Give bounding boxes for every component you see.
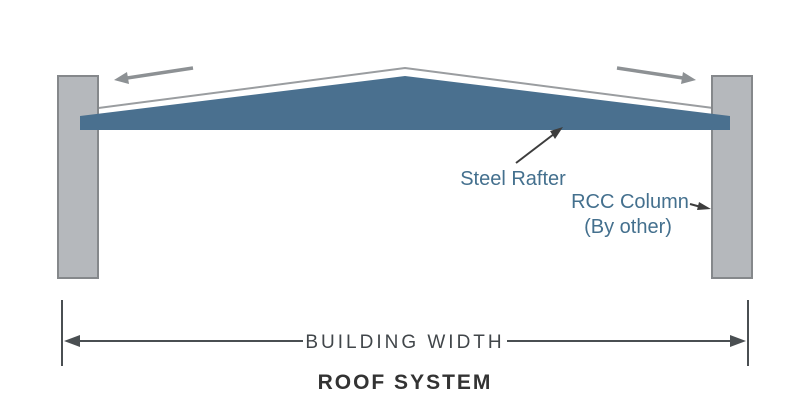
diagram-title: ROOF SYSTEM: [318, 371, 493, 394]
roof-sheet-line: [67, 67, 745, 113]
slope-arrow-left: [114, 66, 194, 84]
right-rcc-column: [711, 75, 753, 279]
dimension-arrow-left: [64, 335, 303, 347]
rcc-column-sublabel: (By other): [584, 216, 672, 238]
dimension-arrow-right: [507, 335, 746, 347]
steel-rafter-shape: [80, 76, 730, 130]
rcc-column-pointer-arrow: [689, 202, 711, 210]
steel-rafter-pointer-arrow: [515, 127, 563, 164]
steel-rafter-label: Steel Rafter: [460, 168, 566, 190]
building-width-label: BUILDING WIDTH: [305, 332, 504, 353]
rcc-column-label: RCC Column: [571, 191, 689, 213]
slope-arrow-right: [616, 66, 696, 84]
left-rcc-column: [57, 75, 99, 279]
